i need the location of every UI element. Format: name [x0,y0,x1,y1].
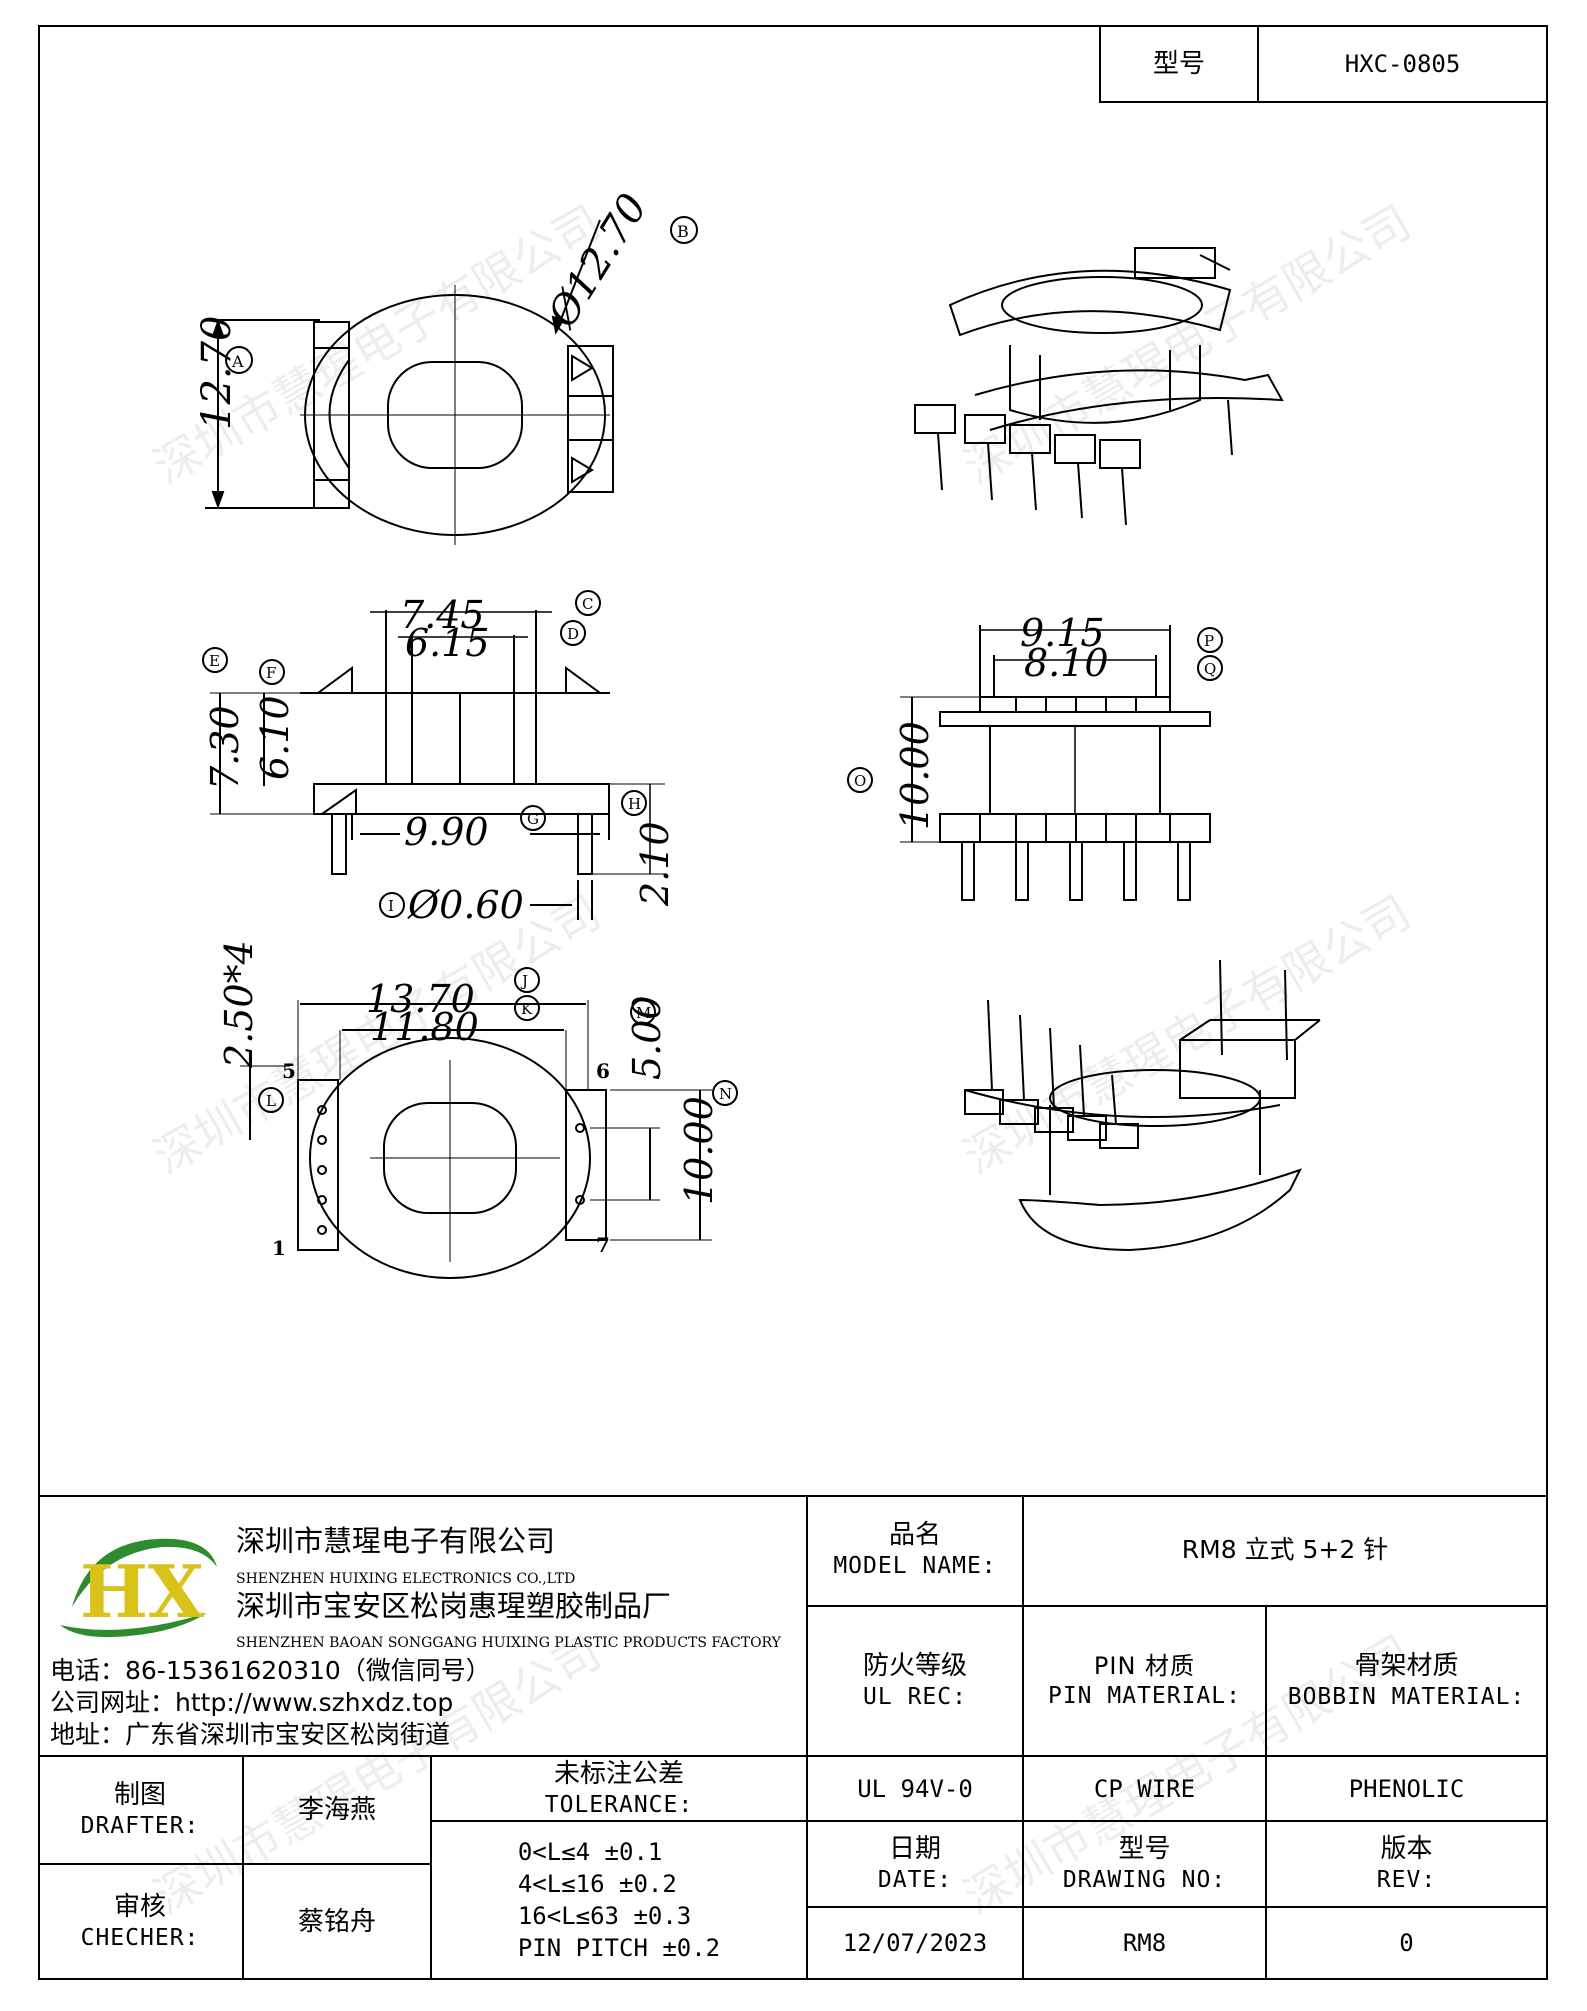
header-model-value: HXC-0805 [1257,25,1548,103]
dim-J-text: 13.70 [366,977,475,1021]
technical-drawing: 12.70 A Ø12.70 B 7.45 6.15 C [194,186,1321,1279]
callout-B: B [677,222,689,241]
title-block [38,1495,1548,1980]
dim-P-text: 9.15 [1020,611,1105,655]
pin-material-value: CP WIRE [1022,1755,1267,1822]
dim-B-text: Ø12.70 [539,186,657,336]
dim-B: Ø12.70 B [539,186,698,336]
dim-H-text: 2.10 [633,821,677,907]
company-block: HX 深圳市慧瑆电子有限公司 SHENZHEN HUIXING ELECTRON… [38,1495,808,1757]
callout-J: J [520,972,528,990]
tolerance-line: 0<L≤4 ±0.1 [517,1838,663,1866]
dim-N-text: 10.00 [677,1096,721,1205]
tolerance-line: 4<L≤16 ±0.2 [517,1870,677,1898]
pin-number-5: 5 [282,1059,296,1083]
company-phone: 电话：86-15361620310（微信同号） [50,1656,491,1685]
tolerance-line: PIN PITCH ±0.2 [517,1934,721,1962]
dim-I-text: Ø0.60 [407,883,524,927]
drafter-value: 李海燕 [242,1755,432,1865]
hx-logo-letters: HX [80,1549,204,1634]
dim-F-text: 6.10 [253,695,297,780]
callout-K: K [521,1000,533,1018]
side-view-right [900,625,1211,901]
dim-L-text: 2.50*4 [217,940,261,1069]
bottom-view-dims: 13.70 11.80 J K 2.50*4 L M 5.00 N 10.00 … [217,940,738,1260]
company-name-cn: 深圳市慧瑆电子有限公司 [236,1524,556,1558]
dim-K-text: 11.80 [370,1005,479,1049]
bobbin-material-value: PHENOLIC [1265,1755,1548,1822]
callout-D: D [567,625,579,643]
rev-value: 0 [1265,1906,1548,1980]
pin-number-6: 6 [596,1059,610,1083]
dim-A: 12.70 A [194,315,253,430]
side-right-dims: 9.15 8.10 P Q O 10.00 [847,611,1223,830]
tolerance-line: 16<L≤63 ±0.3 [517,1902,692,1930]
callout-I: I [388,897,394,915]
callout-N: N [719,1085,732,1103]
side-view-left [210,610,665,920]
callout-G: G [527,810,539,828]
dim-O-text: 10.00 [893,721,937,830]
dim-C-text: 7.45 [400,593,485,637]
callout-A: A [231,352,244,371]
ul-rec-value: UL 94V-0 [806,1755,1024,1822]
date-value: 12/07/2023 [806,1906,1024,1980]
factory-name-en: SHENZHEN BAOAN SONGGANG HUIXING PLASTIC … [236,1635,781,1651]
callout-L: L [266,1092,276,1110]
dim-G-text: 9.90 [404,810,489,854]
side-left-dims: 7.45 6.15 C D E F 7.30 6.10 9.90 G H 2.1… [202,590,677,927]
top-view [205,219,614,545]
factory-name-cn: 深圳市宝安区松岗惠瑆塑胶制品厂 [236,1589,672,1623]
isometric-view-top [914,247,1284,526]
pin-number-1: 1 [272,1236,286,1260]
pin-number-7: 7 [596,1233,610,1257]
drawing-no-value: RM8 [1022,1906,1267,1980]
company-address: 地址：广东省深圳市宝安区松岗街道 [50,1720,451,1749]
hx-logo: HX [60,1538,217,1638]
dim-D-text: 6.15 [405,621,490,665]
dim-A-text: 12.70 [194,315,240,430]
callout-O: O [854,772,866,790]
tolerance-list: 0<L≤4 ±0.1 4<L≤16 ±0.2 16<L≤63 ±0.3 PIN … [518,1836,720,1964]
company-name-en: SHENZHEN HUIXING ELECTRONICS CO.,LTD [236,1571,576,1587]
callout-C: C [582,595,593,613]
dim-E-text: 7.30 [203,705,247,790]
callout-P: P [1204,632,1214,650]
tolerance-values: 0<L≤4 ±0.1 4<L≤16 ±0.2 16<L≤63 ±0.3 PIN … [430,1820,808,1980]
callout-M: M [636,1004,651,1022]
dim-M-text: 5.00 [625,995,669,1080]
company-website: 公司网址：http://www.szhxdz.top [50,1688,454,1717]
dim-Q-text: 8.10 [1024,641,1109,685]
model-name-value: RM8 立式 5+2 针 [1022,1495,1548,1607]
isometric-view-bottom [964,959,1321,1252]
bottom-view [240,1000,712,1279]
checker-value: 蔡铭舟 [242,1863,432,1980]
callout-F: F [266,664,276,682]
callout-Q: Q [1204,660,1216,678]
callout-H: H [628,795,641,813]
callout-E: E [209,652,220,670]
